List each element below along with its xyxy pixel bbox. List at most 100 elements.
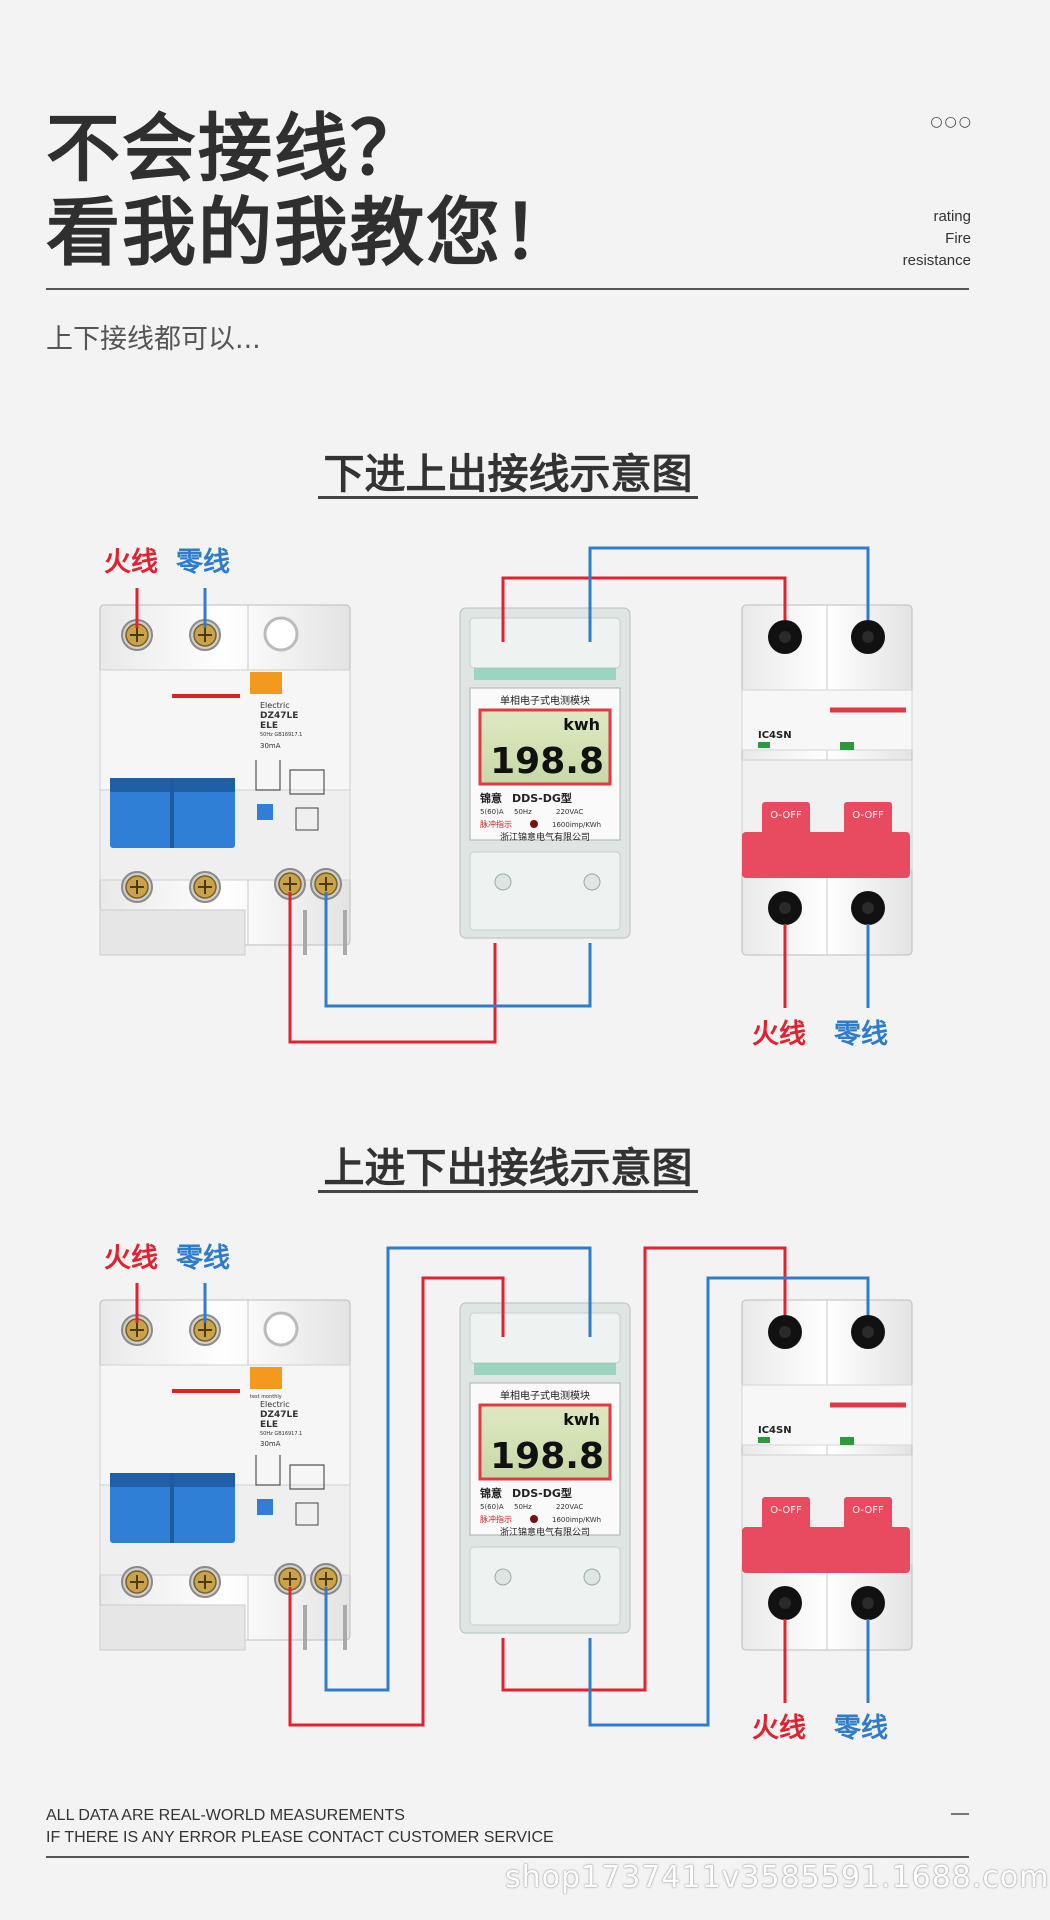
meter-rating: 5(60)A <box>480 1503 504 1511</box>
wires <box>135 546 870 1044</box>
terminal-icon <box>851 891 885 925</box>
mcb-switch-label: O-OFF <box>852 1505 884 1516</box>
meter-model: DDS-DG型 <box>512 791 572 805</box>
rcbo-test-note: test monthly <box>250 1394 282 1400</box>
neutral-label-bottom-right: 零线 <box>834 1019 888 1050</box>
meter-reading: 198.8 <box>490 741 604 782</box>
pulse-led-icon <box>530 1515 538 1523</box>
dots-decoration: ○○○ <box>930 114 973 130</box>
meter-maker: 浙江锦意电气有限公司 <box>500 831 590 843</box>
live-wire <box>288 892 497 1044</box>
meter-pulse: 脉冲指示 <box>480 819 512 829</box>
neutral-label-top-left-2: 零线 <box>176 1243 230 1274</box>
section-2-underline <box>318 1190 698 1193</box>
header-divider <box>46 288 969 290</box>
meter-freq: 50Hz <box>514 1503 532 1511</box>
rcbo-spec: 50Hz GB16917.1 <box>260 732 302 738</box>
rcbo-brand: Electric <box>260 1400 290 1409</box>
side-caption: rating Fire resistance <box>903 206 971 272</box>
live-label-top-left-2: 火线 <box>104 1243 158 1274</box>
energy-meter: 单相电子式电测模块 kwh 198.8 锦意 DDS-DG型 5(60)A 50… <box>459 1302 631 1634</box>
energy-meter: 单相电子式电测模块 kwh 198.8 锦意 DDS-DG型 5(60)A 50… <box>459 607 631 939</box>
test-button <box>250 1367 282 1389</box>
neutral-wire <box>324 892 592 1008</box>
diagram-bottom-in-top-out: Electric DZ47LE ELE 50Hz GB16917.1 30mA … <box>99 546 913 1044</box>
terminal-icon <box>851 1315 885 1349</box>
neutral-wire <box>324 1246 592 1692</box>
screw-icon <box>189 871 221 903</box>
terminal-icon <box>768 891 802 925</box>
meter-model: DDS-DG型 <box>512 1486 572 1500</box>
side-caption-line: rating <box>933 208 971 225</box>
rcbo-breaker: Electric DZ47LE ELE 50Hz GB16917.1 30mA <box>99 604 351 956</box>
mcb-handle <box>742 1527 910 1573</box>
section-2-title: 上进下出接线示意图 <box>323 1144 693 1192</box>
neutral-label-top-left: 零线 <box>176 547 230 578</box>
meter-rating: 5(60)A <box>480 808 504 816</box>
rcbo-spec: 50Hz GB16917.1 <box>260 1431 302 1437</box>
circuit-symbol-icon <box>255 1455 325 1490</box>
rcbo-current: 30mA <box>260 1440 281 1448</box>
footer-divider <box>46 1856 969 1858</box>
screw-icon <box>121 1566 153 1598</box>
live-wire <box>288 1276 505 1727</box>
meter-unit: kwh <box>563 715 600 734</box>
meter-maker: 浙江锦意电气有限公司 <box>500 1526 590 1538</box>
terminal-icon <box>768 1586 802 1620</box>
meter-voltage: 220VAC <box>556 808 583 816</box>
live-label-top-left: 火线 <box>104 547 158 578</box>
live-wire <box>501 1246 787 1692</box>
mcb-breaker: IC4SN O-OFF O-OFF <box>741 1299 913 1651</box>
watermark: shop1737411v3585591.1688.com <box>505 1860 1050 1895</box>
meter-lcd <box>478 1403 612 1481</box>
headline-line-1: 不会接线？ <box>46 106 426 192</box>
live-label-bottom-right: 火线 <box>752 1019 806 1050</box>
mcb-model: IC4SN <box>758 1425 792 1436</box>
mcb-switch-label: O-OFF <box>770 810 802 821</box>
meter-reading: 198.8 <box>490 1436 604 1477</box>
mcb-switch-label: O-OFF <box>852 810 884 821</box>
mcb-breaker: IC4SN O-OFF O-OFF <box>741 604 913 956</box>
meter-unit: kwh <box>563 1410 600 1429</box>
meter-pulse: 脉冲指示 <box>480 1514 512 1524</box>
meter-lcd <box>478 708 612 786</box>
rcbo-current: 30mA <box>260 742 281 750</box>
section-1-title: 下进上出接线示意图 <box>323 450 693 498</box>
meter-title: 单相电子式电测模块 <box>500 1389 590 1402</box>
side-caption-line: Fire <box>945 230 971 247</box>
mcb-switch-label: O-OFF <box>770 1505 802 1516</box>
subheading: 上下接线都可以... <box>46 324 261 355</box>
circuit-symbol-icon <box>255 760 325 795</box>
terminal-icon <box>851 1586 885 1620</box>
terminal-icon <box>851 620 885 654</box>
meter-imp: 1600imp/KWh <box>552 1516 601 1524</box>
meter-freq: 50Hz <box>514 808 532 816</box>
neutral-wire <box>588 1276 870 1727</box>
neutral-wire <box>588 546 870 642</box>
section-1-underline <box>318 496 698 499</box>
headline-line-2: 看我的我教您！ <box>46 190 578 276</box>
rcbo-brand: Electric <box>260 701 290 710</box>
terminal-icon <box>768 620 802 654</box>
rcbo-model: DZ47LE <box>260 711 298 721</box>
pulse-led-icon <box>530 820 538 828</box>
mcb-model: IC4SN <box>758 730 792 741</box>
rcbo-type: ELE <box>260 1420 278 1430</box>
screw-icon <box>189 1566 221 1598</box>
test-button <box>250 672 282 694</box>
rcbo-type: ELE <box>260 721 278 731</box>
footer-dash <box>951 1813 969 1815</box>
meter-brand: 锦意 <box>480 1486 502 1500</box>
meter-voltage: 220VAC <box>556 1503 583 1511</box>
neutral-label-bottom-right-2: 零线 <box>834 1713 888 1744</box>
rcbo-model: DZ47LE <box>260 1410 298 1420</box>
meter-title: 单相电子式电测模块 <box>500 694 590 707</box>
mcb-handle <box>742 832 910 878</box>
wires <box>135 1246 870 1727</box>
side-caption-line: resistance <box>902 252 971 269</box>
live-label-bottom-right-2: 火线 <box>752 1713 806 1744</box>
rcbo-breaker: test monthly Electric DZ47LE ELE 50Hz GB… <box>99 1299 351 1651</box>
footer-line-2: IF THERE IS ANY ERROR PLEASE CONTACT CUS… <box>46 1829 554 1846</box>
live-wire <box>501 576 787 642</box>
screw-icon <box>121 871 153 903</box>
